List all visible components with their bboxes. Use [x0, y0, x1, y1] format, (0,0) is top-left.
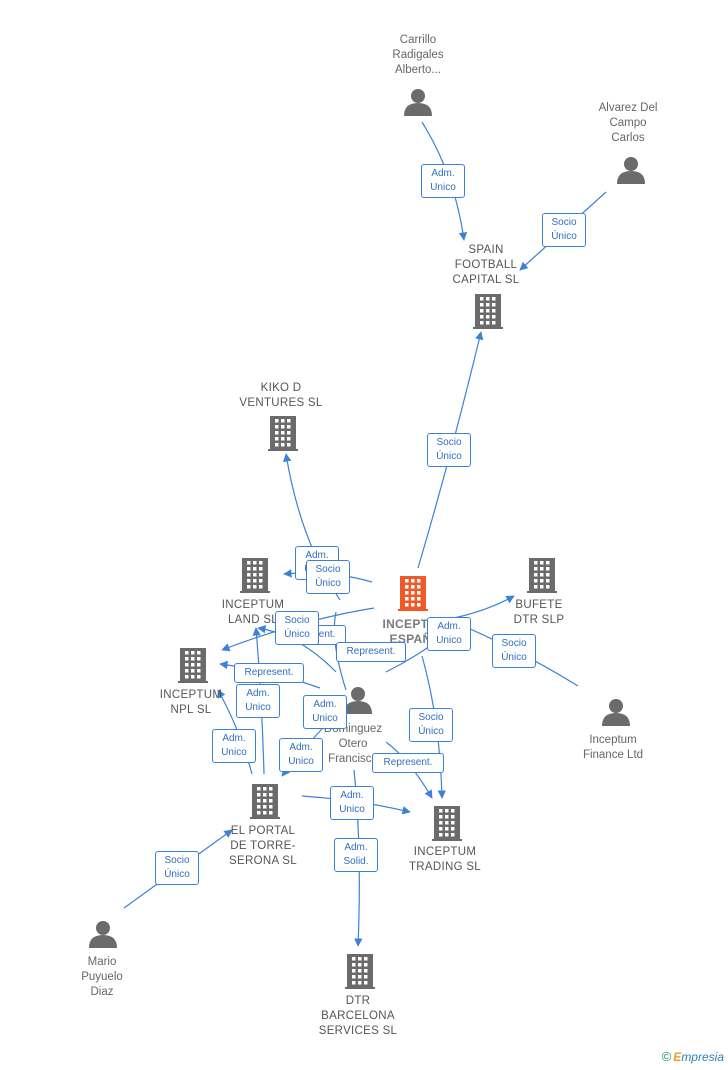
node-label-inceptum-finance[interactable]: Inceptum Finance Ltd [582, 734, 644, 761]
main-building-icon [398, 576, 428, 611]
person-icon [404, 89, 432, 116]
relation-label[interactable]: Represent. [234, 663, 304, 683]
building-icon [527, 558, 557, 593]
node-label-spain-football[interactable]: SPAIN FOOTBALL CAPITAL SL [452, 244, 520, 286]
relation-label[interactable]: Adm. Solid. [334, 838, 378, 872]
relation-label[interactable]: Socio Único [306, 560, 350, 594]
relation-label[interactable]: Adm. Unico [427, 617, 471, 651]
brand-name: mpresia [681, 1050, 724, 1064]
person-icon [89, 921, 117, 948]
relation-label[interactable]: Socio Único [275, 611, 319, 645]
icons [89, 89, 645, 948]
node-label-inceptum-npl[interactable]: INCEPTUM NPL SL [159, 689, 223, 716]
node-label-inceptum-land[interactable]: INCEPTUM LAND SL [221, 599, 285, 626]
person-icon [617, 157, 645, 184]
node-label-carrillo[interactable]: Carrillo Radigales Alberto... [392, 34, 444, 76]
copyright-icon: © [661, 1049, 672, 1064]
node-label-alvarez[interactable]: Alvarez Del Campo Carlos [598, 102, 658, 144]
empresia-logo[interactable]: ©Empresia [662, 1049, 724, 1064]
buildings [178, 294, 557, 989]
building-icon [345, 954, 375, 989]
node-label-bufete[interactable]: BUFETE DTR SLP [513, 599, 565, 626]
relation-label[interactable]: Socio Único [492, 634, 536, 668]
building-icon [250, 784, 280, 819]
relation-label[interactable]: Represent. [372, 753, 444, 773]
building-icon [432, 806, 462, 841]
relation-label[interactable]: Adm. Unico [303, 695, 347, 729]
relation-label[interactable]: Socio Único [427, 433, 471, 467]
relation-label[interactable]: Adm. Unico [236, 684, 280, 718]
node-label-kiko[interactable]: KIKO D VENTURES SL [239, 382, 323, 409]
person-icon [602, 699, 630, 726]
relation-label[interactable]: Represent. [336, 642, 406, 662]
person-icon [344, 687, 372, 714]
node-label-dtr-barcelona[interactable]: DTR BARCELONA SERVICES SL [318, 995, 398, 1037]
relation-label[interactable]: Socio Único [155, 851, 199, 885]
building-icon [240, 558, 270, 593]
building-icon [268, 416, 298, 451]
relation-label[interactable]: Adm. Unico [330, 786, 374, 820]
edge-dominguez-espana [333, 611, 347, 691]
node-label-el-portal[interactable]: EL PORTAL DE TORRE- SERONA SL [229, 825, 297, 867]
relation-label[interactable]: Socio Único [409, 708, 453, 742]
relation-label[interactable]: Adm. Unico [421, 164, 465, 198]
relation-label[interactable]: Adm. Unico [212, 729, 256, 763]
building-icon [473, 294, 503, 329]
node-label-inceptum-trading[interactable]: INCEPTUM TRADING SL [408, 846, 481, 873]
node-label-mario[interactable]: Mario Puyuelo Diaz [81, 956, 123, 998]
brand-letter: E [673, 1050, 682, 1064]
relation-label[interactable]: Adm. Unico [279, 738, 323, 772]
relation-label[interactable]: Socio Único [542, 213, 586, 247]
building-icon [178, 648, 208, 683]
